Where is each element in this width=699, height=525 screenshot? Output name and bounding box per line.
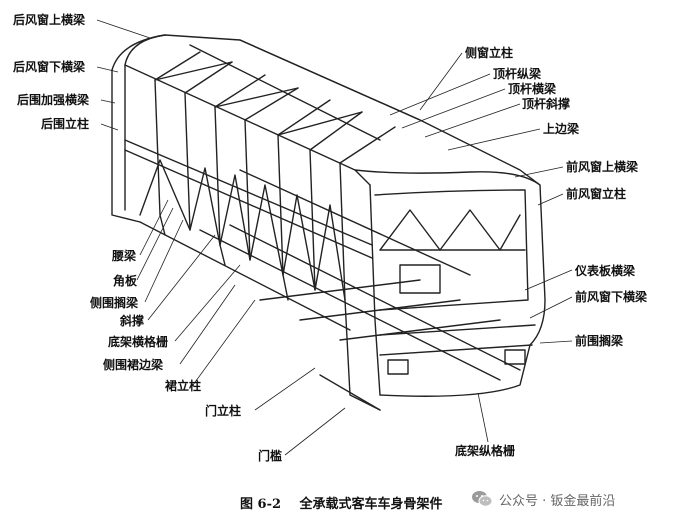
chassis-long-1 [199,229,501,381]
side-pillar-7 [339,162,346,301]
windshield-frame [374,189,529,311]
interior-box [399,264,441,294]
roof-mid-rail [189,44,381,141]
front-bumper-beam [379,344,533,356]
roof-diag-3 [277,111,363,136]
label-roof-diagonal-brace: 顶杆斜撑 [522,97,571,111]
wechat-icon [472,491,493,507]
front-left-pillar [369,184,381,396]
watermark: 公众号 · 钣金最前沿 [471,488,615,510]
label-side-skirt-beam: 侧围裙边梁 [103,358,164,372]
watermark-text: 公众号 · 钣金最前沿 [499,493,616,509]
skirt-pillar-1 [159,214,166,236]
side-pillar-3 [214,106,221,246]
side-truss [139,159,346,301]
interior-beam [239,169,471,276]
label-rear-window-lower-crossbeam: 后风窗下横梁 [13,60,86,74]
label-diagonal-brace: 斜撑 [120,314,145,328]
roof-cross-6 [309,111,363,151]
door-pillar [344,299,381,411]
skirt-pillar-3 [282,274,289,301]
roof-cross-3 [214,74,266,108]
label-front-window-lower-crossbeam: 前风窗下横梁 [575,290,648,304]
side-pillar-1 [154,79,161,216]
label-front-window-upper-crossbeam: 前风窗上横梁 [566,160,639,174]
label-door-sill: 门槛 [258,449,283,463]
label-dashboard-crossbeam: 仪表板横梁 [575,264,636,278]
side-pillar-4 [244,119,251,261]
label-door-pillar: 门立柱 [205,404,242,418]
front-lamp-left [387,359,409,375]
label-skirt-pillar: 裙立柱 [165,379,202,393]
label-rear-reinforcement-crossbeam: 后围加强横梁 [17,93,90,107]
chassis-cross-1 [259,279,421,301]
roof-diag-1 [154,61,233,81]
front-truss [379,209,521,251]
figure-number: 图 6-2 [240,497,282,512]
label-chassis-longitudinal-grid: 底架纵格栅 [455,444,516,458]
side-pillar-2 [184,92,191,231]
waist-beam-lower [124,149,373,259]
waist-beam-upper [124,139,373,246]
front-lamp-right [504,349,526,365]
label-roof-crossbeam: 顶杆横梁 [508,82,557,96]
chassis-long-2 [229,224,521,371]
front-cap [354,169,546,397]
label-roof-longitudinal-beam: 顶杆纵梁 [493,67,542,81]
label-side-bar-beam: 侧围搁梁 [90,296,139,310]
roof-diag-2 [214,87,299,108]
figure-title: 全承载式客车车身骨架件 [299,497,443,512]
roof-cross-4 [244,87,299,121]
label-chassis-cross-grid: 底架横格栅 [108,335,169,349]
label-rear-pillar: 后围立柱 [41,117,90,131]
label-front-window-pillar: 前风窗立柱 [566,187,627,201]
label-rear-window-upper-crossbeam: 后风窗上横梁 [13,13,86,27]
label-front-bar-beam: 前围搁梁 [575,334,624,348]
roof-right-rail [239,39,421,121]
roof-cross-1 [154,51,201,81]
label-upper-side-beam: 上边梁 [543,122,580,136]
skirt-beam [139,221,351,331]
label-waist-beam: 腰梁 [112,249,137,263]
chassis-cross-3 [339,319,501,341]
roof-left-rail [124,64,371,186]
rear-end-outline [111,69,141,223]
label-side-window-pillar: 侧窗立柱 [465,46,514,60]
roof-cross-5 [277,99,331,136]
chassis-cross-2 [299,299,461,321]
label-corner-plate: 角板 [113,274,138,288]
figure-caption: 图 6-2 全承载式客车车身骨架件 [240,493,443,512]
front-lower-beam [379,324,536,336]
roof-cross-2 [184,61,233,94]
door-sill [319,374,381,411]
roof-cross-7 [339,126,396,164]
skirt-pillar-2 [219,244,226,266]
